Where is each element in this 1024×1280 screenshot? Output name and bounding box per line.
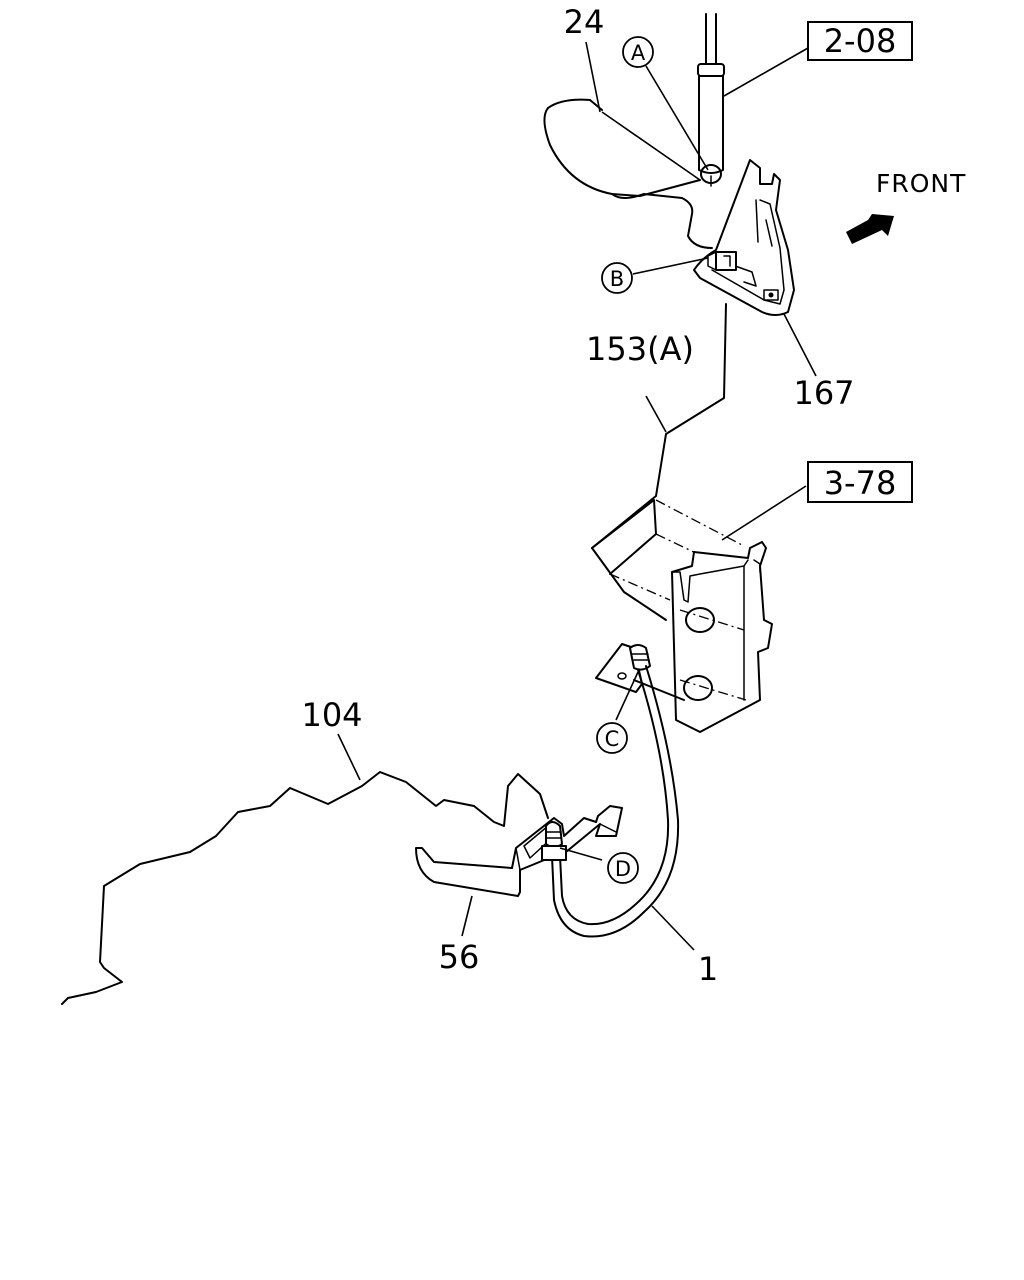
- ref-box-2-08[interactable]: 2-08: [807, 21, 913, 61]
- callout-d: D: [607, 852, 639, 884]
- part-167-label: 167: [793, 374, 854, 412]
- front-arrow: [846, 214, 894, 244]
- callout-d-letter: D: [615, 857, 631, 881]
- connector-c-assembly: [595, 643, 685, 701]
- callout-b-letter: B: [610, 267, 624, 291]
- callout-b: B: [601, 262, 633, 294]
- leader-lines: [337, 41, 817, 951]
- part-56-label: 56: [439, 938, 480, 976]
- ref-3-78-label: 3-78: [824, 464, 897, 502]
- part-104-label: 104: [301, 696, 362, 734]
- front-label: FRONT: [876, 169, 966, 198]
- harness-24: [543, 98, 713, 249]
- strut-2-08: [697, 13, 725, 187]
- part-24-label: 24: [564, 3, 605, 41]
- harness-104: [61, 771, 549, 1005]
- bracket-3-78: [591, 499, 773, 733]
- ref-box-3-78[interactable]: 3-78: [807, 461, 913, 503]
- part-153a-label: 153(A): [586, 330, 694, 368]
- callout-c: C: [596, 722, 628, 754]
- harness-153a: [591, 303, 727, 549]
- callout-a-letter: A: [631, 41, 646, 65]
- callout-a: A: [622, 36, 654, 68]
- callout-c-letter: C: [605, 727, 620, 751]
- ref-2-08-label: 2-08: [824, 22, 897, 60]
- hose-1: [551, 665, 680, 938]
- bracket-56: [415, 805, 623, 897]
- bracket-167: [693, 159, 795, 316]
- part-1-label: 1: [698, 950, 718, 988]
- connector-d-assembly: [541, 821, 567, 861]
